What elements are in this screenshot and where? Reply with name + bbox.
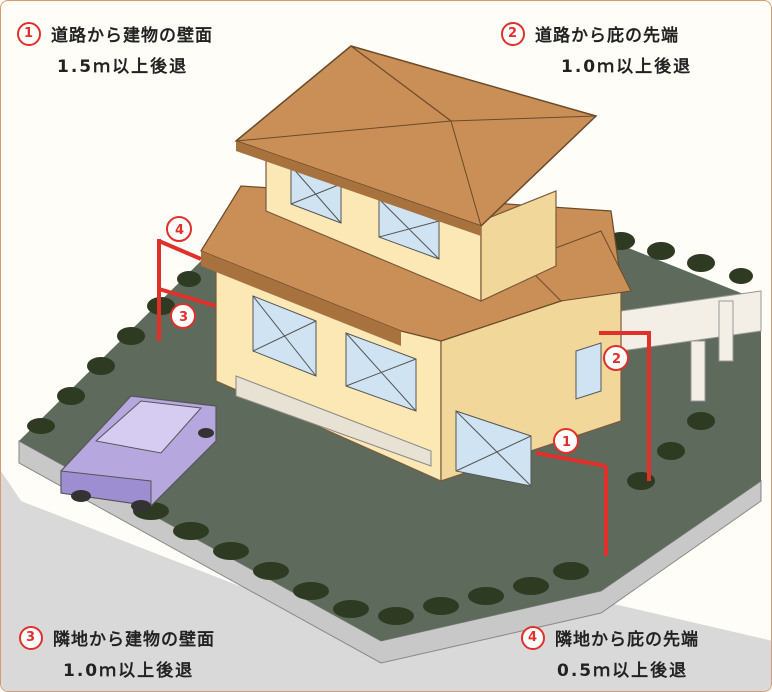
lower-windows (252, 295, 602, 412)
note-road-to-wall: 1 道路から建物の壁面 1.5ｍ以上後退 (17, 21, 213, 77)
marker-3-label: 3 (179, 310, 188, 325)
marker-circles (166, 216, 629, 454)
marker-2-label: 2 (612, 352, 621, 367)
note-value: 1.0ｍ以上後退 (63, 661, 195, 681)
note-neighbor-to-eave: 4 隣地から庇の先端 0.5ｍ以上後退 (521, 625, 699, 681)
note-title: 隣地から建物の壁面 (53, 630, 215, 650)
upper-roof (234, 45, 598, 236)
side-fence (620, 290, 762, 402)
marker-4-label: 4 (175, 223, 184, 238)
hedge-left (27, 271, 201, 434)
car (60, 395, 217, 512)
note-number-badge: 2 (501, 21, 525, 46)
note-number-badge: 4 (521, 625, 545, 650)
note-road-to-eave: 2 道路から庇の先端 1.0ｍ以上後退 (501, 21, 692, 77)
road-area (1, 471, 771, 691)
note-title: 道路から建物の壁面 (51, 26, 213, 46)
note-value: 1.0ｍ以上後退 (561, 57, 693, 77)
note-value: 0.5ｍ以上後退 (557, 661, 689, 681)
note-number-badge: 3 (19, 625, 43, 650)
marker-1-label: 1 (562, 435, 571, 450)
setback-markers (157, 239, 651, 556)
note-value: 1.5ｍ以上後退 (57, 57, 189, 77)
note-title: 隣地から庇の先端 (555, 630, 699, 650)
hedge-front (133, 502, 589, 625)
note-neighbor-to-wall: 3 隣地から建物の壁面 1.0ｍ以上後退 (19, 625, 215, 681)
note-title: 道路から庇の先端 (535, 26, 679, 46)
note-number-badge: 1 (17, 21, 41, 46)
